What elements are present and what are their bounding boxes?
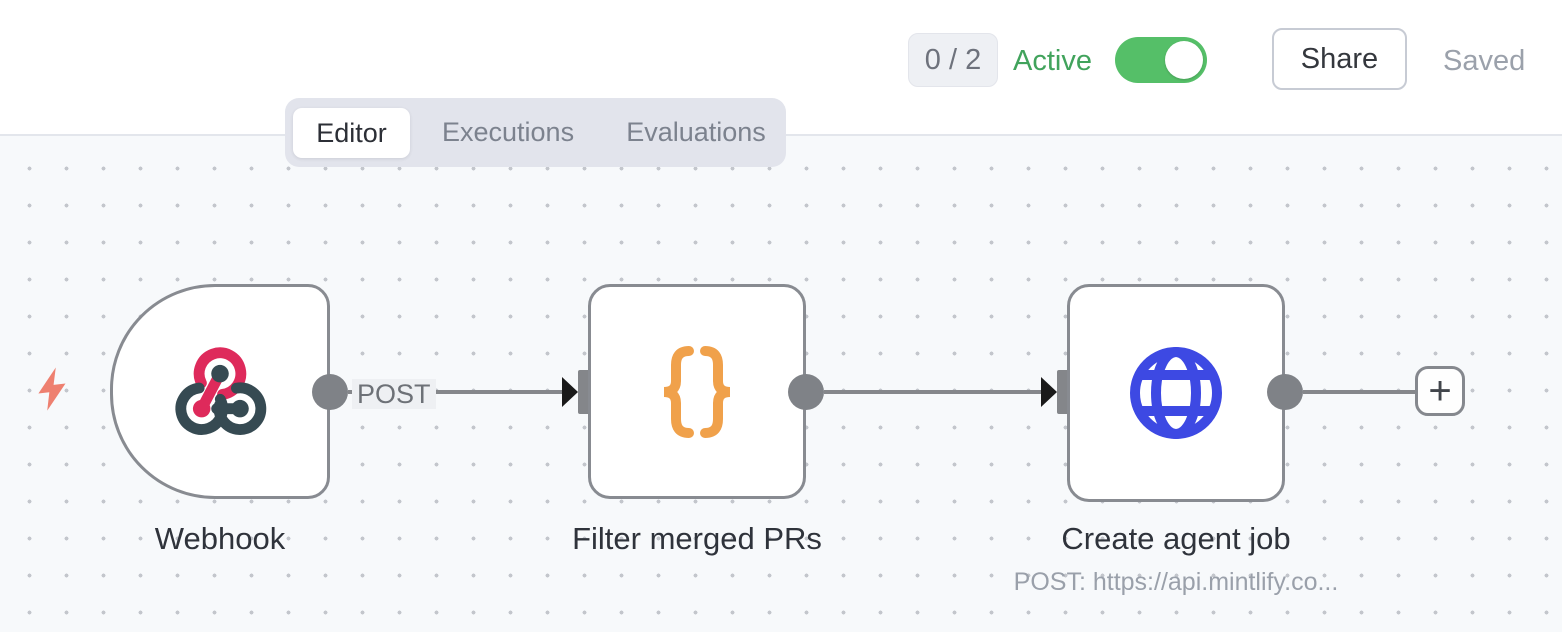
node-create-agent-job[interactable] [1067,284,1285,502]
edge-create-to-add [1303,390,1415,394]
share-button[interactable]: Share [1272,28,1407,90]
output-port-filter[interactable] [788,374,824,410]
output-port-create[interactable] [1267,374,1303,410]
node-label-filter: Filter merged PRs [572,521,822,556]
save-status: Saved [1443,45,1526,77]
node-label-create: Create agent job [1061,521,1291,556]
tab-editor[interactable]: Editor [293,107,410,158]
view-tabbar: Editor Executions Evaluations [285,98,786,167]
node-filter-merged-prs[interactable] [588,284,806,499]
active-label: Active [1013,45,1092,77]
edge-arrow-1 [562,377,578,407]
edge-webhook-to-filter [348,390,564,394]
globe-icon [1128,345,1224,441]
active-executions-counter: 0 / 2 [908,33,998,87]
node-label-webhook: Webhook [154,521,286,556]
active-toggle[interactable] [1115,37,1207,83]
output-port-webhook[interactable] [312,374,348,410]
tab-evaluations[interactable]: Evaluations [626,117,766,147]
webhook-icon [170,342,270,442]
lightning-icon [30,366,74,412]
edge-filter-to-create [824,390,1042,394]
tab-executions[interactable]: Executions [442,117,575,147]
edge-arrow-2 [1041,377,1057,407]
code-braces-icon [649,344,745,440]
node-webhook[interactable] [110,284,330,499]
edge-label-post: POST [352,379,436,409]
add-node-button[interactable]: + [1415,366,1465,416]
node-subtitle-create: POST: https://api.mintlify.co... [1013,568,1339,596]
toggle-knob [1165,41,1203,79]
